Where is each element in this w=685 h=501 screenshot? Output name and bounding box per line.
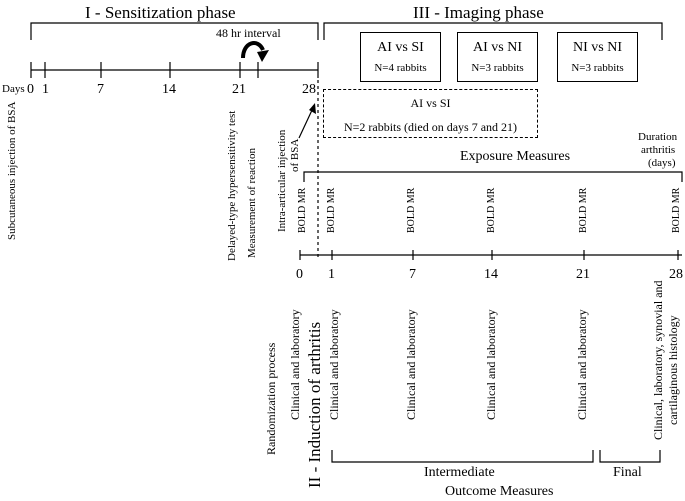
duration-label-2: arthritis	[641, 144, 676, 156]
died-group-title: AI vs SI	[410, 96, 451, 110]
injection-arrowhead	[309, 103, 316, 114]
clinical-lab-day-1: Clinical and laboratory	[327, 309, 341, 420]
interval-label: 48 hr interval	[216, 26, 281, 40]
top-tick-0: 0	[27, 82, 34, 97]
group-title: AI vs SI	[377, 40, 424, 55]
group-box-ni-vs-ni: NI vs NI N=3 rabbits	[557, 32, 638, 82]
intra-articular-label-1: Intra-articular injection	[276, 129, 288, 232]
bold-mr-day-28: BOLD MR	[671, 187, 682, 233]
imaging-phase-title: III - Imaging phase	[413, 3, 544, 22]
days-label: Days	[2, 83, 25, 95]
outcome-measures-label: Outcome Measures	[445, 484, 554, 499]
top-tick-21: 21	[232, 82, 246, 97]
bottom-tick-1: 1	[328, 267, 335, 282]
intra-articular-label-2: of BSA	[289, 138, 301, 172]
group-title: NI vs NI	[573, 40, 622, 55]
top-tick-28: 28	[302, 82, 316, 97]
bottom-tick-21: 21	[576, 267, 590, 282]
final-outcome-label-2: cartilaginous histology	[666, 315, 680, 425]
bottom-tick-14: 14	[484, 267, 498, 282]
died-group-box: AI vs SI N=2 rabbits (died on days 7 and…	[323, 89, 538, 138]
intermediate-label: Intermediate	[424, 465, 495, 480]
exposure-bracket	[303, 171, 683, 182]
clinical-lab-day-7: Clinical and laboratory	[404, 309, 418, 420]
bottom-tick-0: 0	[296, 267, 303, 282]
group-count: N=3 rabbits	[571, 62, 624, 74]
bold-mr-day-21: BOLD MR	[578, 187, 589, 233]
subcutaneous-injection-label: Subcutaneous injection of BSA	[6, 101, 18, 240]
bottom-tick-7: 7	[409, 267, 416, 282]
interval-curved-arrow	[241, 41, 265, 59]
clinical-lab-day-14: Clinical and laboratory	[484, 309, 498, 420]
induction-phase-title: II - Induction of arthritis	[305, 321, 324, 488]
injection-arrow	[298, 107, 314, 139]
delayed-hypersensitivity-label: Delayed-type hypersensitivity test	[226, 110, 238, 261]
exposure-measures-label: Exposure Measures	[460, 149, 571, 164]
final-outcome-label-1: Clinical, laboratory, synovial and	[651, 280, 665, 440]
sensitization-bracket	[30, 22, 319, 40]
final-bracket	[599, 450, 661, 463]
bold-mr-day-0: BOLD MR	[297, 187, 308, 233]
imaging-bracket	[323, 22, 663, 40]
randomization-label: Randomization process	[264, 342, 278, 455]
group-count: N=3 rabbits	[471, 62, 524, 74]
duration-label-1: Duration	[638, 131, 678, 143]
sensitization-phase-title: I - Sensitization phase	[85, 3, 236, 22]
group-count: N=4 rabbits	[374, 62, 427, 74]
clinical-lab-day-21: Clinical and laboratory	[575, 309, 589, 420]
group-box-ai-vs-si: AI vs SI N=4 rabbits	[360, 32, 441, 82]
top-tick-7: 7	[97, 82, 104, 97]
bold-mr-day-14: BOLD MR	[486, 187, 497, 233]
final-label: Final	[613, 465, 642, 480]
clinical-lab-day-0: Clinical and laboratory	[288, 309, 302, 420]
intermediate-bracket	[331, 450, 594, 463]
bold-mr-day-7: BOLD MR	[406, 187, 417, 233]
group-title: AI vs NI	[473, 40, 522, 55]
died-group-count: N=2 rabbits (died on days 7 and 21)	[343, 120, 518, 134]
top-tick-1: 1	[42, 82, 49, 97]
group-box-ai-vs-ni: AI vs NI N=3 rabbits	[457, 32, 538, 82]
top-tick-14: 14	[162, 82, 176, 97]
bold-mr-day-1: BOLD MR	[326, 187, 337, 233]
duration-label-3: (days)	[648, 157, 676, 169]
bottom-tick-28: 28	[669, 267, 683, 282]
measurement-reaction-label: Measurement of reaction	[246, 148, 258, 258]
